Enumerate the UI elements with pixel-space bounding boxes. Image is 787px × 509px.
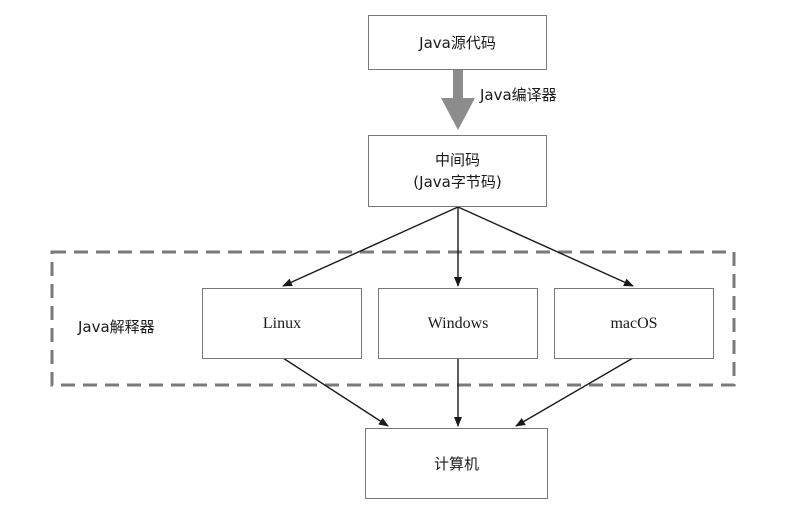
arrow-macos-to-computer [515, 357, 634, 427]
platform-label-macos: macOS [610, 314, 658, 332]
java-compiler-label: Java编译器 [480, 86, 557, 104]
interpreter-dashed-frame [50, 250, 736, 387]
bytecode-label: 中间码 [434, 151, 480, 169]
platform-box-windows: Windows [378, 288, 538, 359]
platform-box-linux: Linux [202, 288, 362, 359]
bytecode-sublabel: (Java字节码) [413, 173, 502, 191]
computer-label: 计算机 [433, 454, 479, 473]
java-source-label: Java源代码 [419, 33, 496, 52]
platform-box-macos: macOS [554, 288, 714, 359]
java-interpreter-label: Java解释器 [78, 318, 155, 336]
bytecode-box: 中间码 (Java字节码) [368, 135, 547, 207]
compile-arrow [441, 68, 475, 130]
arrow-linux-to-computer [282, 357, 389, 427]
platform-label-windows: Windows [427, 314, 489, 332]
java-source-box: Java源代码 [368, 15, 547, 70]
arrow-bytecode-to-macos [457, 206, 634, 287]
computer-box: 计算机 [365, 428, 548, 499]
arrow-bytecode-to-linux [282, 206, 459, 287]
platform-label-linux: Linux [262, 314, 302, 332]
